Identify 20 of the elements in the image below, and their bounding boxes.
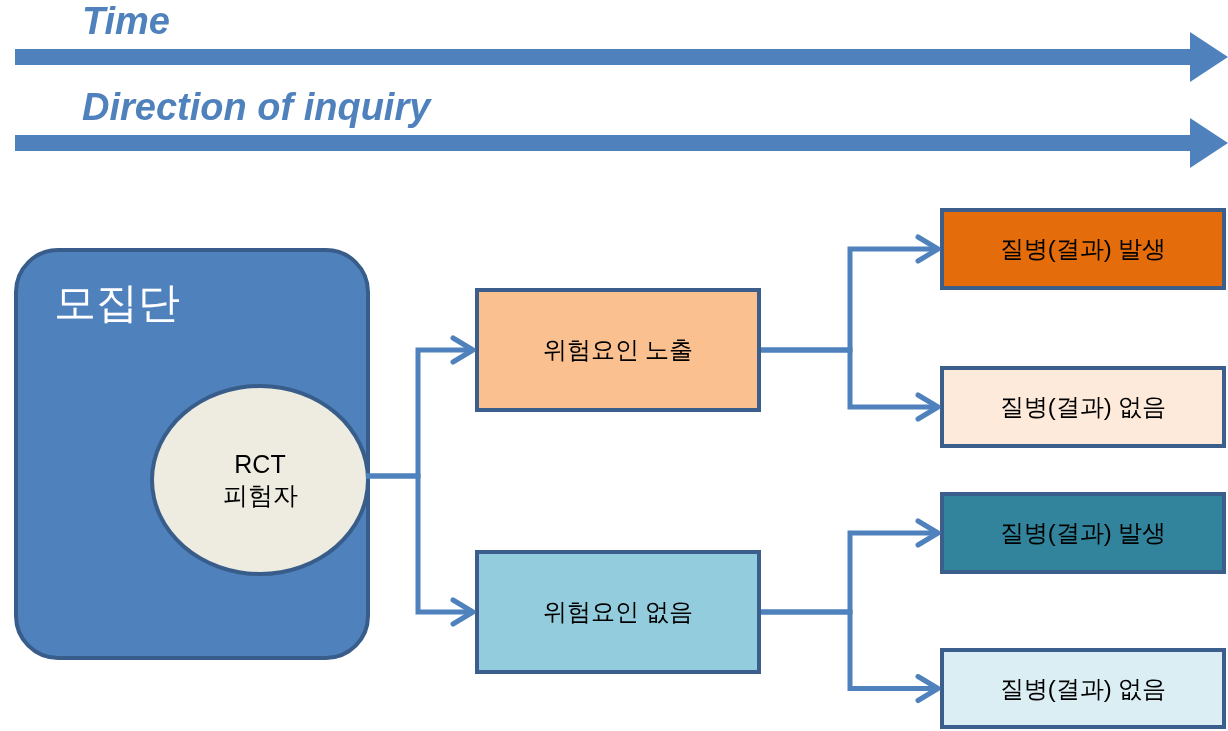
- node-label: RCT 피험자: [221, 448, 299, 511]
- arrow-label: Direction of inquiry: [82, 88, 431, 126]
- node-label: 질병(결과) 없음: [999, 392, 1167, 422]
- population-box: [14, 248, 370, 660]
- node-label: 위험요인 없음: [542, 597, 694, 627]
- node-label: 모집단: [54, 282, 180, 324]
- arrow: [761, 609, 941, 703]
- arrow: [366, 473, 476, 627]
- node-label: 위험요인 노출: [542, 335, 694, 365]
- outcome-box: [940, 648, 1226, 729]
- arrow-label: Time: [82, 2, 170, 40]
- arrow: [761, 347, 941, 422]
- exposure-box: [475, 288, 761, 412]
- node-label: 질병(결과) 발생: [999, 518, 1167, 548]
- node-label: 질병(결과) 발생: [999, 234, 1167, 264]
- outcome-box: [940, 492, 1226, 574]
- exposure-box: [475, 550, 761, 674]
- node-label: 질병(결과) 없음: [999, 673, 1167, 704]
- outcome-box: [940, 208, 1226, 290]
- outcome-box: [940, 366, 1226, 448]
